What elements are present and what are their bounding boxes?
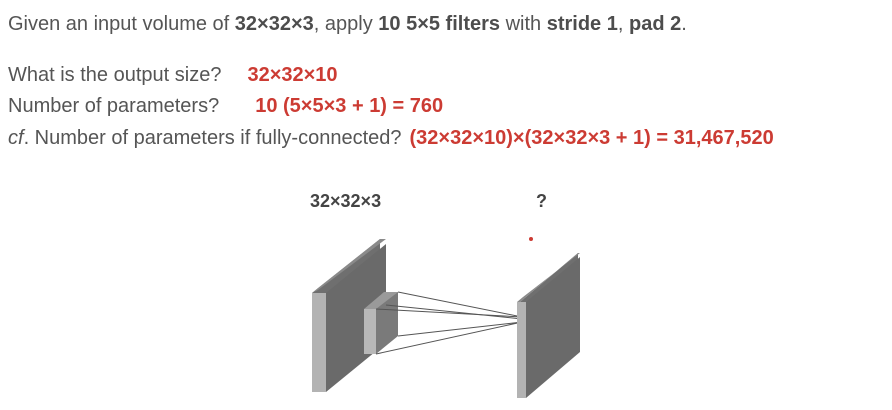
question-text: . Number of parameters if fully-connecte…: [23, 127, 402, 149]
connection-lines: [375, 291, 523, 355]
problem-statement: Given an input volume of 32×32×3, apply …: [8, 12, 687, 36]
stride-spec: stride 1: [546, 13, 618, 35]
question-params: Number of parameters? 10 (5×5×3 + 1) = 76…: [8, 94, 443, 118]
output-volume-label: ?: [536, 191, 547, 211]
question-text: What is the output size?: [8, 64, 222, 86]
pad-spec: pad 2: [628, 13, 682, 35]
connection-line: [397, 321, 523, 337]
output-block-front: [517, 302, 526, 398]
cf-label: cf: [8, 127, 24, 149]
red-dot: [529, 237, 533, 241]
input-volume: 32×32×3: [234, 13, 314, 35]
statement-end: .: [681, 13, 687, 35]
connection-line: [397, 291, 523, 318]
output-block-side: [526, 257, 580, 398]
input-block-face: [326, 244, 386, 392]
input-block-front: [312, 293, 326, 392]
question-output-size: What is the output size? 32×32×10: [8, 63, 338, 87]
output-volume-block: [517, 253, 580, 398]
answer-output-size: 32×32×10: [247, 64, 338, 86]
statement-comma: ,: [617, 13, 629, 35]
input-block-side: [312, 239, 380, 392]
connection-line: [385, 304, 523, 320]
filter-spec: 10 5×5 filters: [378, 13, 501, 35]
statement-mid1: , apply: [313, 13, 379, 35]
filter-top: [364, 292, 398, 309]
question-fc-params: cf. Number of parameters if fully-connec…: [8, 126, 774, 150]
statement-prefix: Given an input volume of: [8, 13, 235, 35]
filter-side: [376, 292, 398, 354]
input-volume-label: 32×32×3: [310, 191, 382, 211]
filter-block: [364, 292, 398, 354]
connection-line: [375, 308, 523, 318]
connection-line: [375, 321, 523, 355]
input-volume-block: [312, 239, 386, 392]
output-block-face: [520, 253, 578, 398]
input-block-top: [312, 239, 386, 293]
output-block-top: [517, 253, 580, 302]
answer-params: 10 (5×5×3 + 1) = 760: [255, 95, 444, 117]
question-text: Number of parameters?: [8, 95, 220, 117]
answer-fc-params: (32×32×10)×(32×32×3 + 1) = 31,467,520: [409, 127, 774, 149]
statement-mid2: with: [500, 13, 547, 35]
filter-front: [364, 309, 376, 354]
